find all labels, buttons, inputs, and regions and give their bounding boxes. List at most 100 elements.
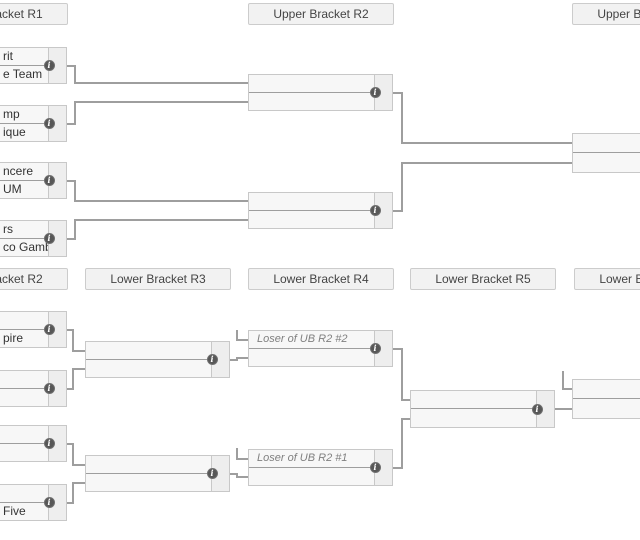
match-info-icon[interactable]: i xyxy=(206,354,218,365)
round-header-upper-bracket-r1: Upper Bracket R1 xyxy=(0,3,68,25)
bracket-connector-line xyxy=(402,142,572,144)
participant-slot-1 xyxy=(249,75,392,93)
round-header-lower-bracket-r2: Lower Bracket R2 xyxy=(0,268,68,290)
match-info-icon[interactable]: i xyxy=(43,383,55,394)
team-name: rit xyxy=(3,49,13,63)
match-ub-r2-m2[interactable] xyxy=(248,192,393,229)
bracket-connector-line xyxy=(237,338,248,341)
bracket-connector-line xyxy=(72,482,74,504)
match-info-icon[interactable]: i xyxy=(43,233,55,244)
participant-slot-1 xyxy=(86,456,229,474)
bracket-connector-line xyxy=(402,398,410,401)
match-ub-r1-m2[interactable]: mp ique xyxy=(0,105,67,142)
bracket-connector-line xyxy=(75,219,248,221)
team-name: co Gambit xyxy=(3,239,58,254)
bracket-connector-line xyxy=(75,101,248,103)
match-lb-r5-m1[interactable] xyxy=(410,390,555,428)
match-info-icon[interactable]: i xyxy=(206,468,218,479)
participant-slot-2: e Team xyxy=(0,66,66,84)
participant-slot-2: ique xyxy=(0,124,66,142)
placeholder-label: Loser of UB R2 #2 xyxy=(257,333,348,345)
participant-slot-1 xyxy=(86,342,229,360)
match-ub-r1-m1[interactable]: rit e Team xyxy=(0,47,67,84)
match-lb-r3-m1[interactable] xyxy=(85,341,230,378)
match-info-icon[interactable]: i xyxy=(369,462,381,473)
match-lb-r4-m2[interactable]: Loser of UB R2 #1 xyxy=(248,449,393,486)
round-header-upper-bracket-r3: Upper Bracket R3 xyxy=(572,3,640,25)
bracket-connector-line xyxy=(74,179,76,202)
bracket-connector-line xyxy=(401,347,403,401)
round-header-lower-bracket-r4: Lower Bracket R4 xyxy=(248,268,394,290)
bracket-connector-line xyxy=(236,448,238,460)
participant-slot-1 xyxy=(411,391,554,409)
bracket-connector-line xyxy=(72,442,74,466)
participant-slot-2: Five xyxy=(0,503,66,521)
participant-slot-1: Loser of UB R2 #2 xyxy=(249,331,392,349)
round-header-lower-bracket-r5: Lower Bracket R5 xyxy=(410,268,556,290)
match-lb-r6-m1[interactable] xyxy=(572,379,640,419)
participant-slot-2: pire xyxy=(0,330,66,348)
match-ub-r3-m1[interactable] xyxy=(572,133,640,173)
match-lb-r2-m3[interactable] xyxy=(0,425,67,462)
match-info-icon[interactable]: i xyxy=(369,205,381,216)
team-name: pire xyxy=(3,330,24,345)
bracket-connector-line xyxy=(75,82,248,84)
match-info-icon[interactable]: i xyxy=(531,403,543,415)
participant-slot-2: UM xyxy=(0,181,66,199)
match-info-icon[interactable]: i xyxy=(43,324,55,335)
bracket-connector-line xyxy=(236,330,238,341)
bracket-connector-line xyxy=(73,463,85,466)
team-name: UM xyxy=(3,181,22,196)
bracket-connector-line xyxy=(402,417,410,420)
match-ub-r2-m1[interactable] xyxy=(248,74,393,111)
bracket-connector-line xyxy=(562,371,564,390)
match-info-icon[interactable]: i xyxy=(369,87,381,98)
round-header-lower-bracket-r3: Lower Bracket R3 xyxy=(85,268,231,290)
participant-slot-1: ncere xyxy=(0,163,66,181)
bracket-connector-line xyxy=(72,328,74,352)
bracket-connector-line xyxy=(75,200,248,202)
bracket-connector-line xyxy=(402,162,572,164)
bracket-connector-line xyxy=(74,64,76,84)
participant-slot-1 xyxy=(0,371,66,389)
participant-slot-2: co Gambit xyxy=(0,239,66,257)
match-lb-r3-m2[interactable] xyxy=(85,455,230,492)
placeholder-label: Loser of UB R2 #1 xyxy=(257,452,348,464)
match-lb-r2-m2[interactable] xyxy=(0,370,67,407)
match-info-icon[interactable]: i xyxy=(43,60,55,71)
match-ub-r1-m4[interactable]: rs co Gambit xyxy=(0,220,67,257)
participant-slot-2 xyxy=(573,153,640,172)
match-info-icon[interactable]: i xyxy=(43,497,55,508)
bracket-connector-line xyxy=(73,368,85,370)
team-name: e Team xyxy=(3,66,43,81)
team-name: mp xyxy=(3,107,20,121)
team-name: ique xyxy=(3,124,26,139)
participant-slot-1 xyxy=(573,134,640,153)
participant-slot-1: mp xyxy=(0,106,66,124)
bracket-connector-line xyxy=(74,101,76,125)
participant-slot-1 xyxy=(0,312,66,330)
bracket-connector-line xyxy=(236,472,238,478)
team-name: rs xyxy=(3,222,13,236)
match-info-icon[interactable]: i xyxy=(43,118,55,129)
bracket-connector-line xyxy=(563,388,572,390)
participant-slot-1 xyxy=(0,485,66,503)
bracket-connector-line xyxy=(73,482,85,484)
bracket-connector-line xyxy=(237,476,248,478)
match-info-icon[interactable]: i xyxy=(43,175,55,186)
participant-slot-1 xyxy=(249,193,392,211)
team-name: Five xyxy=(3,503,26,518)
match-lb-r2-m4[interactable]: Five xyxy=(0,484,67,521)
match-lb-r2-m1[interactable]: pire xyxy=(0,311,67,348)
match-info-icon[interactable]: i xyxy=(43,438,55,449)
participant-slot-1 xyxy=(0,426,66,444)
bracket-connector-line xyxy=(401,91,403,144)
bracket-connector-line xyxy=(72,368,74,390)
round-header-lower-bracket-r6: Lower Bracket R6 xyxy=(574,268,640,290)
bracket-connector-line xyxy=(237,457,248,460)
bracket-connector-line xyxy=(401,417,403,469)
participant-slot-2 xyxy=(573,399,640,418)
match-info-icon[interactable]: i xyxy=(369,343,381,354)
